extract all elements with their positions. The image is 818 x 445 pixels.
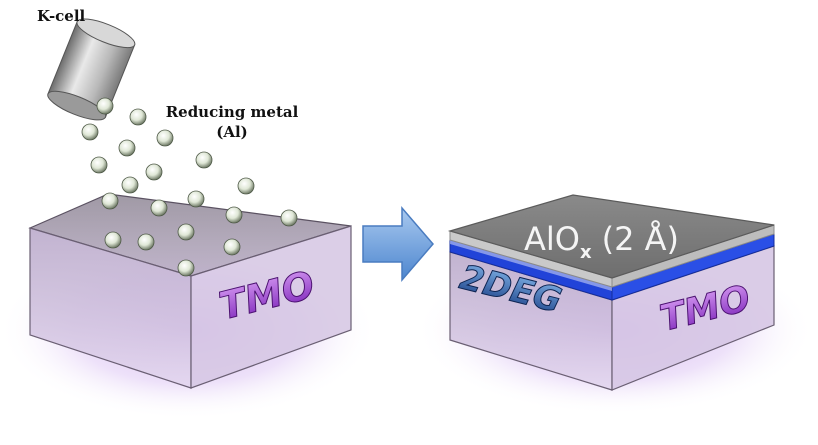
right-panel: AlOx(2 Å) 2DEG TMO bbox=[415, 194, 815, 415]
oxide-layer bbox=[447, 194, 775, 288]
interface-layer bbox=[449, 233, 775, 301]
al-atom-icon bbox=[101, 192, 119, 210]
al-atom-icon bbox=[237, 177, 255, 195]
oxide-thickness-text: (2 Å) bbox=[602, 220, 679, 258]
oxide-main-text: AlO bbox=[524, 220, 580, 258]
al-atom-icon bbox=[177, 223, 195, 241]
al-atom-icon bbox=[195, 151, 213, 169]
al-atom-icon bbox=[104, 231, 122, 249]
al-atom-icon bbox=[121, 176, 139, 194]
al-atom-icon bbox=[223, 238, 241, 256]
k-cell-label: K-cell bbox=[37, 7, 86, 25]
al-atom-icon bbox=[81, 123, 99, 141]
al-atom-icon bbox=[187, 190, 205, 208]
al-atom-icon bbox=[225, 206, 243, 224]
al-atom-icon bbox=[96, 97, 114, 115]
reducing-metal-label: Reducing metal bbox=[166, 103, 299, 121]
al-atom-icon bbox=[129, 108, 147, 126]
al-atom-icon bbox=[145, 163, 163, 181]
al-atom-cloud bbox=[81, 97, 298, 277]
al-atom-icon bbox=[137, 233, 155, 251]
al-atom-icon bbox=[156, 129, 174, 147]
oxide-formula-label: AlOx (2 Å) bbox=[524, 220, 679, 263]
al-atom-icon bbox=[177, 259, 195, 277]
reducing-metal-element-label: (Al) bbox=[216, 123, 248, 141]
right-arrow-icon bbox=[362, 205, 434, 283]
al-atom-icon bbox=[150, 199, 168, 217]
al-atom-icon bbox=[280, 209, 298, 227]
oxide-subscript: x bbox=[580, 242, 592, 263]
al-atom-icon bbox=[118, 139, 136, 157]
al-atom-icon bbox=[90, 156, 108, 174]
k-cell-crucible-icon bbox=[47, 18, 136, 121]
left-panel: TMO K-cell Reducing metal (Al) bbox=[0, 7, 378, 420]
